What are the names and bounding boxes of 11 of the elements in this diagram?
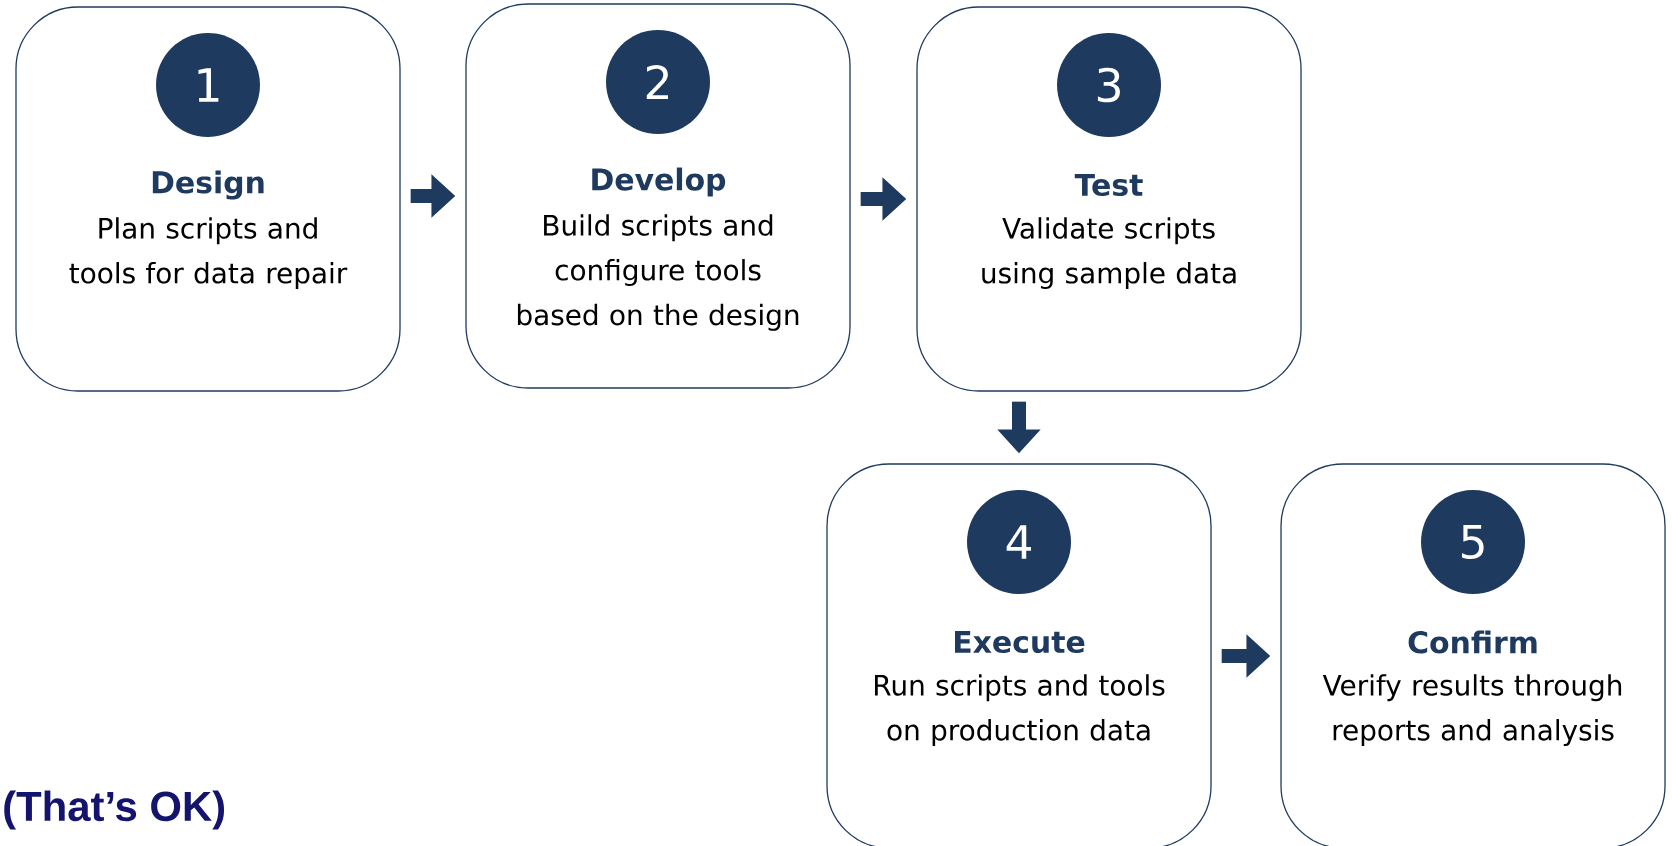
step-description: Run scripts and tools on production data	[875, 674, 1165, 747]
step-description: Validate scripts using sample data	[982, 217, 1236, 290]
step-description: Verify results through reports and analysis	[1322, 674, 1622, 747]
step-title: Execute	[955, 630, 1085, 654]
step-title: Test	[1074, 173, 1143, 197]
step-title: Develop	[592, 167, 726, 197]
step-description: Build scripts and configure tools based on the design	[517, 214, 799, 331]
step-title: Confirm	[1408, 630, 1537, 654]
step-description: Plan scripts and tools for data repair	[69, 217, 348, 290]
note-text: (That’s OK)	[4, 790, 224, 830]
step-title: Design	[152, 170, 264, 200]
